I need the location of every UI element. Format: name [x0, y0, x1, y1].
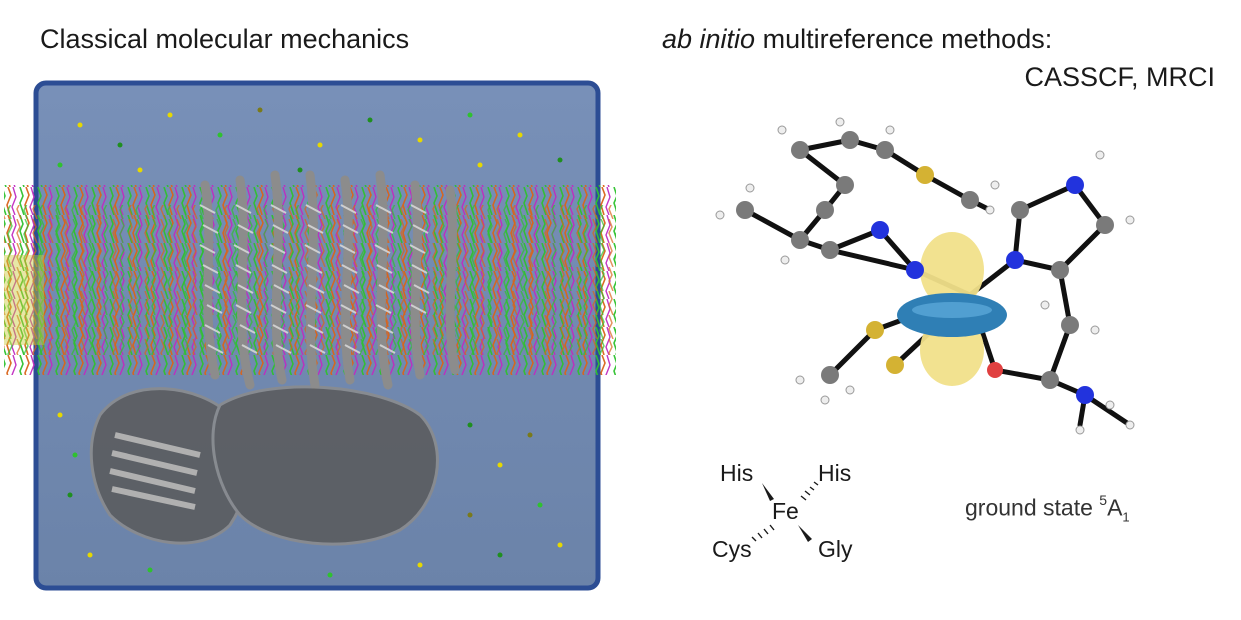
ground-state-label: ground state 5A1	[965, 492, 1130, 525]
protein-coil-pattern	[199, 204, 430, 354]
beta-sheet	[109, 432, 201, 510]
methods-label: CASSCF, MRCI	[1024, 62, 1215, 92]
protein-soluble-domain	[89, 385, 439, 546]
ab-initio-title: ab initio multireference methods:	[662, 24, 1052, 55]
ligand-cys: Cys	[712, 536, 752, 562]
hash-bond-his-right	[800, 481, 819, 501]
state-multiplicity: 5	[1099, 492, 1108, 508]
state-symbol: A	[1107, 494, 1123, 521]
orbital-lobe-top	[920, 232, 984, 308]
orbital	[897, 232, 1007, 386]
coordination-scheme: His His Fe Cys Gly	[712, 460, 853, 562]
atoms	[736, 131, 1114, 404]
md-simulation-image	[4, 80, 616, 591]
md-title: Classical molecular mechanics	[40, 24, 410, 54]
hydrogens	[715, 117, 1135, 435]
wedge-bond-gly	[798, 525, 812, 542]
hash-bond-cys	[751, 524, 775, 542]
ab-initio-italic: ab initio	[662, 24, 756, 54]
ions	[57, 107, 563, 578]
ligand-gly: Gly	[818, 536, 853, 562]
ligand-his-left: His	[720, 460, 753, 486]
wedge-bond-his-left	[762, 483, 774, 501]
metal-center: Fe	[772, 498, 799, 524]
ground-state-text: ground state	[965, 494, 1100, 521]
fe-complex-structure	[715, 117, 1135, 435]
state-subscript: 1	[1122, 509, 1130, 525]
membrane-protein	[200, 170, 460, 390]
ab-initio-rest: multireference methods:	[755, 24, 1053, 54]
ligand-his-right: His	[818, 460, 851, 486]
